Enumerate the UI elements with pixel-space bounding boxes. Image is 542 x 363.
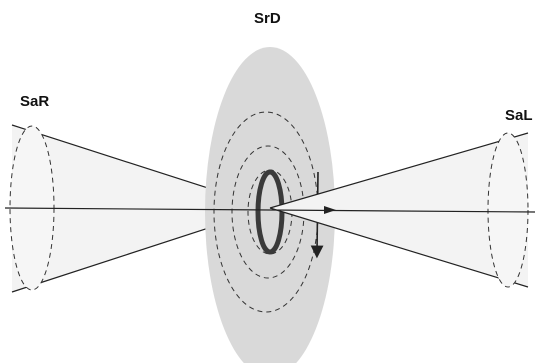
- center-disc: [205, 47, 335, 363]
- axis-arrowhead: [324, 206, 336, 214]
- label-srd: SrD: [254, 10, 281, 27]
- central-axis: [4, 207, 536, 213]
- right-cone-base: [487, 132, 529, 288]
- label-sal: SaL: [505, 107, 533, 124]
- label-sar: SaR: [20, 93, 50, 110]
- right-cone: [269, 132, 529, 288]
